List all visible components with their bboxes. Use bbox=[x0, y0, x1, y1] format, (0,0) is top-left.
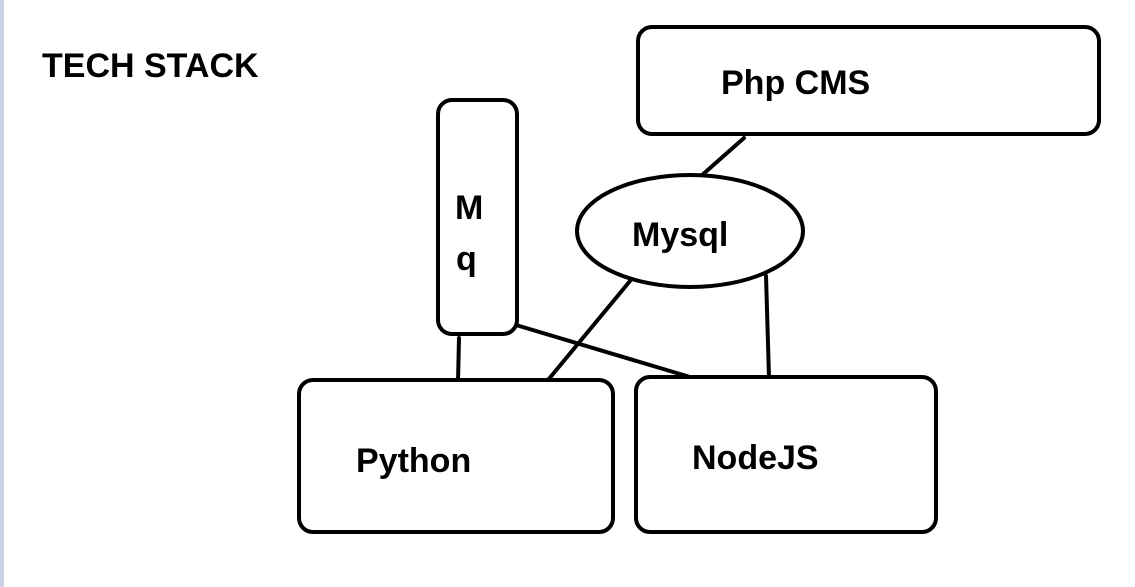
nodejs-label: NodeJS bbox=[692, 439, 819, 477]
node-nodejs: NodeJS bbox=[634, 375, 938, 534]
node-mysql: Mysql bbox=[575, 173, 805, 289]
python-box bbox=[297, 378, 615, 534]
diagram-title: TECH STACK bbox=[42, 47, 259, 85]
edge-mq-python bbox=[456, 336, 461, 384]
mysql-ellipse bbox=[575, 173, 805, 289]
node-php-cms: Php CMS bbox=[636, 25, 1101, 136]
edge-phpcms-mysql bbox=[699, 136, 746, 178]
php-cms-box bbox=[636, 25, 1101, 136]
connectors bbox=[456, 136, 771, 384]
php-cms-label: Php CMS bbox=[721, 64, 870, 102]
mq-label-line-2: q bbox=[456, 240, 477, 278]
mq-box bbox=[436, 98, 519, 336]
nodejs-box bbox=[634, 375, 938, 534]
mq-label-line-1: M bbox=[455, 189, 483, 227]
edge-mq-nodejs bbox=[514, 323, 692, 379]
node-mq: M q bbox=[436, 98, 519, 336]
edge-mysql-python bbox=[546, 279, 632, 382]
python-label: Python bbox=[356, 442, 471, 480]
edge-mysql-nodejs bbox=[764, 274, 771, 379]
left-edge-strip bbox=[0, 0, 4, 587]
node-python: Python bbox=[297, 378, 615, 534]
mysql-label: Mysql bbox=[632, 216, 728, 254]
